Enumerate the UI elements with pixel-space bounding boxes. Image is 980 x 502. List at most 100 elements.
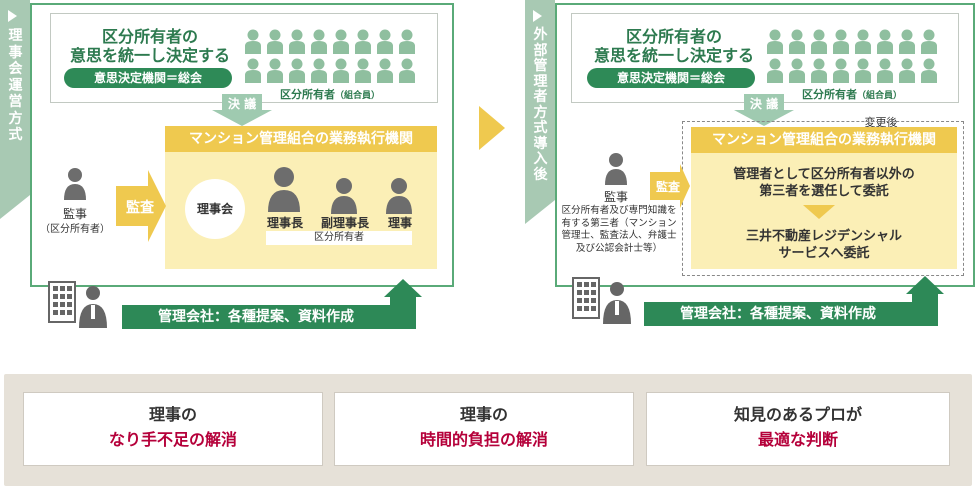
right-delegate-line1: 管理者として区分所有者以外の — [733, 167, 915, 182]
benefit-2-line1: 理事の — [459, 405, 508, 424]
right-vertical-label: 外部管理者方式導入後 — [527, 27, 554, 183]
owner-person-icon — [289, 58, 305, 83]
owner-person-icon — [811, 29, 827, 54]
benefit-3-line1: 知見のあるプロが — [733, 405, 862, 424]
right-auditor-label: 監事 — [603, 190, 628, 204]
right-top-title-1: 区分所有者の — [625, 27, 722, 46]
vertical-char: 部 — [533, 42, 548, 59]
left-top-title-2: 意思を統一し決定する — [69, 46, 230, 65]
center-chevron-icon — [479, 106, 505, 150]
right-after-change-label: 変更後 — [856, 114, 906, 130]
left-chairman-icon — [268, 167, 300, 212]
benefit-1-line1: 理事の — [148, 405, 197, 424]
left-audit-arrow-body — [116, 186, 148, 226]
right-decision-pill: 意思決定機関＝総会 — [587, 68, 755, 88]
right-mgmt-bar: 管理会社：各種提案、資料作成 — [644, 302, 912, 326]
left-auditor-icon — [64, 168, 86, 200]
left-owners-caption-sub: （組合員） — [335, 91, 381, 101]
right-company-line1: 三井不動産レジデンシャル — [745, 229, 902, 244]
right-tab-triangle-icon — [533, 10, 542, 22]
right-auditor-desc-line: 及び公認会計士等） — [575, 242, 663, 254]
left-tab-triangle-icon — [8, 10, 17, 22]
right-mgmt-arrow-head — [906, 276, 944, 294]
left-mgmt-arrow-head — [384, 279, 422, 297]
left-resolution-arrow-head — [212, 110, 272, 126]
owner-person-icon — [921, 29, 937, 54]
owner-person-icon — [355, 58, 371, 83]
vertical-char: 理 — [8, 28, 23, 44]
right-owners-caption-main: 区分所有者 — [802, 88, 857, 101]
left-role-chairman: 理事長 — [266, 216, 303, 230]
left-owners-caption-main: 区分所有者 — [280, 88, 335, 101]
right-resolution-arrow-stem — [744, 94, 784, 110]
right-delegate-line2: 第三者を選任して委託 — [759, 184, 889, 199]
right-exec-title: マンション管理組合の業務執行機関 — [691, 127, 957, 153]
right-owners-caption-sub: （組合員） — [857, 91, 903, 101]
left-vertical-label: 理事会運営方式 — [2, 28, 29, 144]
right-mgmt-arrow-stem — [912, 293, 938, 326]
vertical-char: 外 — [533, 27, 548, 43]
right-company-line2: サービスへ委託 — [778, 246, 870, 261]
owner-person-icon — [311, 58, 327, 83]
owner-person-icon — [355, 29, 371, 54]
right-owners-caption: 区分所有者（組合員） — [802, 86, 942, 102]
owner-person-icon — [289, 29, 305, 54]
right-tab-tail — [525, 200, 555, 224]
right-resolution-arrow-head — [734, 110, 794, 126]
vertical-char: 入 — [533, 151, 548, 167]
left-frame — [30, 3, 454, 287]
owner-person-icon — [377, 29, 393, 54]
owner-person-icon — [333, 29, 349, 54]
right-auditor-desc-line: 区分所有者及び専門知識を — [561, 205, 677, 216]
owner-person-icon — [399, 58, 415, 83]
left-mgmt-bar: 管理会社：各種提案、資料作成 — [122, 305, 390, 329]
vertical-char: 会 — [8, 61, 23, 77]
left-resolution-label: 決 議 — [227, 97, 257, 111]
benefit-card-2: 理事の 時間的負担の解消 — [334, 392, 634, 466]
owner-person-icon — [267, 58, 283, 83]
vertical-char: 方 — [533, 104, 548, 121]
vertical-char: 後 — [533, 166, 548, 183]
left-vertical-tab: 理事会運営方式 — [0, 0, 30, 195]
right-auditor-icon — [605, 153, 627, 185]
vertical-char: 運 — [8, 77, 23, 94]
vertical-char: 方 — [8, 110, 23, 127]
left-tab-tail — [0, 195, 30, 219]
left-director-icon — [386, 178, 412, 214]
benefit-1-line2: なり手不足の解消 — [108, 430, 237, 449]
right-top-title-2: 意思を統一し決定する — [593, 46, 754, 65]
owner-person-icon — [921, 58, 937, 83]
left-audit-label: 監査 — [126, 200, 154, 216]
right-audit-arrow-head — [680, 164, 690, 208]
owner-person-icon — [399, 29, 415, 54]
left-auditor-label: 監事 — [62, 207, 87, 221]
left-mgmt-arrow-stem — [390, 296, 416, 329]
left-roles-caption: 区分所有者 — [266, 231, 412, 245]
right-resolution-label: 決 議 — [749, 97, 779, 111]
owner-person-icon — [833, 58, 849, 83]
right-auditor-desc-line: 管理士、監査法人、弁護士 — [561, 230, 677, 241]
left-audit-arrow-head — [148, 170, 166, 242]
vertical-char: 管 — [533, 58, 548, 74]
vertical-char: 事 — [8, 44, 23, 61]
left-resolution-arrow-stem — [222, 94, 262, 110]
benefit-3-line2: 最適な判断 — [757, 430, 838, 449]
owner-person-icon — [899, 58, 915, 83]
owner-person-icon — [311, 29, 327, 54]
left-board-circle — [185, 179, 245, 239]
vertical-char: 営 — [8, 94, 23, 110]
right-audit-arrow-body — [650, 172, 680, 200]
owner-person-icon — [811, 58, 827, 83]
right-management-company-icon — [572, 277, 631, 324]
owner-person-icon — [245, 29, 261, 54]
right-auditor-desc-line: 有する第三者（マンション — [561, 217, 677, 229]
owner-person-icon — [267, 29, 283, 54]
right-vertical-tab: 外部管理者方式導入後 — [525, 0, 555, 200]
vertical-char: 理 — [533, 73, 548, 90]
left-auditor-sub: （区分所有者） — [40, 224, 110, 235]
benefit-card-3: 知見のあるプロが 最適な判断 — [646, 392, 950, 466]
left-exec-title: マンション管理組合の業務執行機関 — [165, 126, 437, 152]
right-auditor-desc: 区分所有者及び専門知識を 有する第三者（マンション 管理士、監査法人、弁護士 及… — [556, 205, 682, 255]
right-frame — [555, 3, 975, 287]
right-delegate-arrow — [803, 205, 835, 219]
